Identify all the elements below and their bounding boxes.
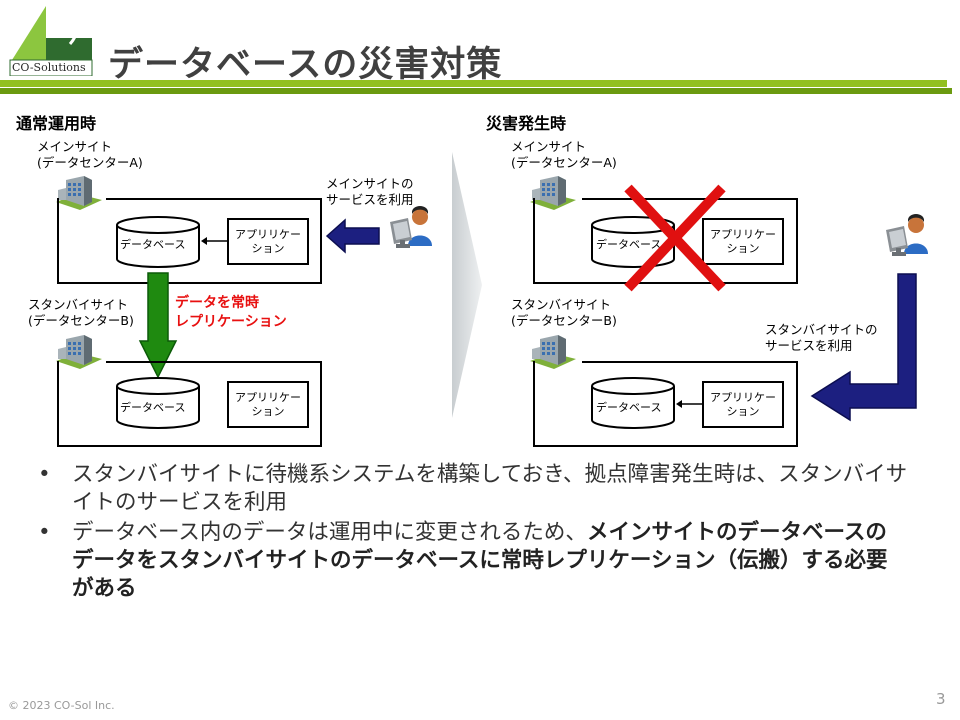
company-logo (9, 6, 93, 76)
bullet-item: • データベース内のデータは運用中に変更されるため、メインサイトのデータベースの… (38, 519, 908, 603)
user-caption-line1: メインサイトの (326, 176, 414, 191)
bullet-list: • スタンバイサイトに待機系システムを構築しておき、拠点障害発生時は、スタンバイ… (38, 461, 908, 605)
logo-text: CO-Solutions (12, 61, 86, 74)
data-flow-arrow (201, 237, 227, 245)
standby-site-box-top (582, 361, 798, 363)
application-box: アプリリケーション (702, 218, 784, 265)
blue-failover-arrow (810, 273, 917, 422)
data-flow-arrow (676, 400, 702, 408)
application-label: アプリリケーション (710, 390, 776, 418)
standby-site-label: スタンバイサイト (データセンターB) (511, 297, 617, 329)
main-site-name: メインサイト (511, 139, 587, 154)
standby-site-dc: (データセンターB) (511, 313, 617, 328)
application-label: アプリリケーション (235, 390, 301, 418)
main-site-label: メインサイト (データセンターA) (37, 139, 143, 171)
standby-site-box (57, 361, 322, 447)
user-at-computer-icon (886, 214, 928, 256)
header-divider-dark (0, 88, 952, 94)
standby-site-dc: (データセンターB) (28, 313, 134, 328)
application-label: アプリリケーション (710, 227, 776, 255)
bullet-text: データベース内のデータは運用中に変更されるため、メインサイトのデータベースのデー… (72, 519, 908, 603)
database-label: データベース (120, 401, 186, 414)
chevron-icon (452, 152, 482, 418)
bullet-dot: • (38, 520, 51, 545)
database-label: データベース (596, 238, 662, 251)
standby-site-name: スタンバイサイト (511, 297, 612, 312)
database-cylinder-icon (116, 377, 200, 429)
replication-note-line2: レプリケーション (175, 314, 287, 330)
main-site-label: メインサイト (データセンターA) (511, 139, 617, 171)
standby-site-name: スタンバイサイト (28, 297, 129, 312)
page-number: 3 (936, 690, 946, 708)
main-site-name: メインサイト (37, 139, 113, 154)
user-caption-line2: サービスを利用 (765, 338, 853, 353)
user-caption-line1: スタンバイサイトの (765, 322, 878, 337)
replication-arrow (138, 272, 178, 379)
user-caption: スタンバイサイトの サービスを利用 (765, 322, 878, 354)
section-title-normal: 通常運用時 (16, 114, 97, 133)
user-caption: メインサイトの サービスを利用 (326, 176, 414, 208)
replication-note: データを常時 レプリケーション (175, 294, 287, 332)
main-site-box (57, 198, 322, 284)
bullet-text-normal: データベース内のデータは運用中に変更されるため、 (72, 520, 587, 545)
standby-site-box-top (106, 361, 322, 363)
standby-site-box (533, 361, 798, 447)
application-box: アプリリケーション (227, 218, 309, 265)
database-cylinder-icon (591, 377, 675, 429)
main-site-dc: (データセンターA) (37, 155, 143, 170)
user-caption-line2: サービスを利用 (326, 192, 414, 207)
bullet-text: スタンバイサイトに待機系システムを構築しておき、拠点障害発生時は、スタンバイサイ… (72, 462, 908, 515)
section-title-disaster: 災害発生時 (486, 114, 567, 133)
replication-note-line1: データを常時 (175, 295, 259, 311)
database-label: データベース (596, 401, 662, 414)
main-site-dc: (データセンターA) (511, 155, 617, 170)
building-icon (530, 335, 576, 369)
main-site-box-top (106, 198, 322, 200)
header-divider (0, 80, 947, 87)
application-box: アプリリケーション (702, 381, 784, 428)
main-site-box-top (582, 198, 798, 200)
standby-site-label: スタンバイサイト (データセンターB) (28, 297, 134, 329)
application-box: アプリリケーション (227, 381, 309, 428)
blue-access-arrow (325, 218, 380, 254)
building-icon (56, 335, 102, 369)
bullet-text-bold: メインサイトのデータベースのデータをスタンバイサイトのデータベースに常時レプリケ… (72, 520, 888, 601)
page-title: データベースの災害対策 (108, 45, 503, 85)
bullet-item: • スタンバイサイトに待機系システムを構築しておき、拠点障害発生時は、スタンバイ… (38, 461, 908, 517)
bullet-dot: • (38, 462, 51, 487)
database-cylinder-icon (116, 216, 200, 268)
red-x-icon (624, 184, 726, 292)
main-site-box (533, 198, 798, 284)
database-label: データベース (120, 238, 186, 251)
copyright: © 2023 CO-Sol Inc. (8, 699, 115, 712)
building-icon (56, 176, 102, 210)
building-icon (530, 176, 576, 210)
user-at-computer-icon (390, 206, 432, 248)
application-label: アプリリケーション (235, 227, 301, 255)
